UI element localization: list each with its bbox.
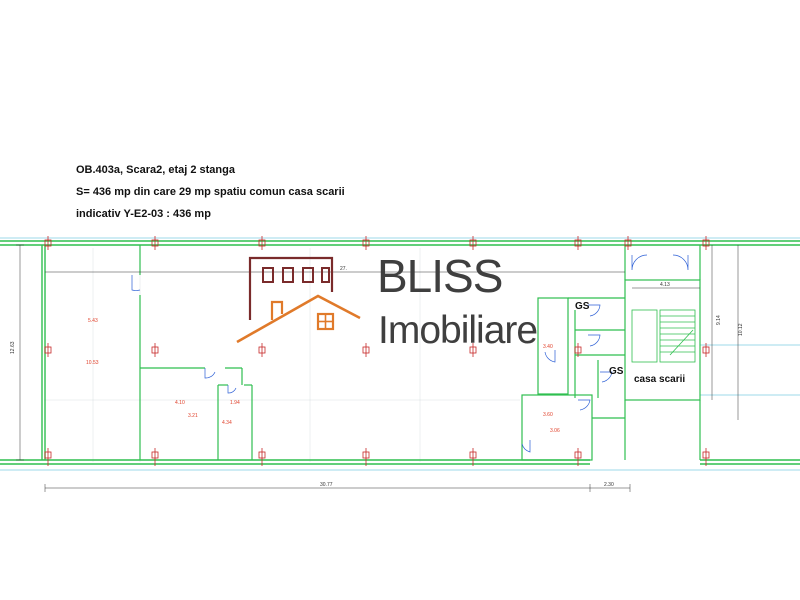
dim-total-width: 30.77: [320, 482, 333, 488]
area-label-6: 4.34: [222, 420, 232, 426]
area-label-2: 10.53: [86, 360, 99, 366]
area-label-5: 1.94: [230, 400, 240, 406]
cyan-helper-lines: [0, 237, 800, 471]
dim-right-offset: 2.30: [604, 482, 614, 488]
logo-brand-text: BLISS: [377, 250, 502, 302]
dim-right-height-2: 10.12: [738, 323, 744, 336]
area-label-4: 3.21: [188, 413, 198, 419]
header-line-3: indicativ Y-E2-03 : 436 mp: [76, 208, 211, 220]
area-label-9: 3.06: [550, 428, 560, 434]
room-label-gs-bottom: GS: [609, 366, 624, 377]
area-label-7: 3.40: [543, 344, 553, 350]
area-label-1: 5.43: [88, 318, 98, 324]
header-line-2: S= 436 mp din care 29 mp spatiu comun ca…: [76, 186, 345, 198]
logo-sub-text: Imobiliare: [378, 309, 537, 352]
dim-right-height-1: 9.14: [716, 315, 722, 325]
stair-treads: [631, 309, 696, 363]
dim-left-height: 12.63: [10, 341, 16, 354]
dimension-lines: [16, 244, 739, 492]
header-line-1: OB.403a, Scara2, etaj 2 stanga: [76, 164, 235, 176]
room-label-stairs: casa scarii: [634, 374, 685, 385]
axis-marker-row-bottom: [44, 448, 710, 466]
door-swings: [131, 254, 689, 453]
area-label-3: 4.10: [175, 400, 185, 406]
column-axis-markers: [44, 236, 710, 466]
dim-stair-width: 4.13: [660, 282, 670, 288]
axis-marker-row-top: [44, 236, 710, 250]
interior-walls: [139, 245, 701, 461]
bliss-logo: BLISS Imobiliare: [236, 250, 538, 352]
logo-house-icon: [236, 256, 361, 344]
room-label-gs-top: GS: [575, 301, 590, 312]
area-label-8: 3.60: [543, 412, 553, 418]
dim-top-inner: 27.: [340, 266, 347, 272]
axis-marker-row-middle: [44, 343, 710, 357]
